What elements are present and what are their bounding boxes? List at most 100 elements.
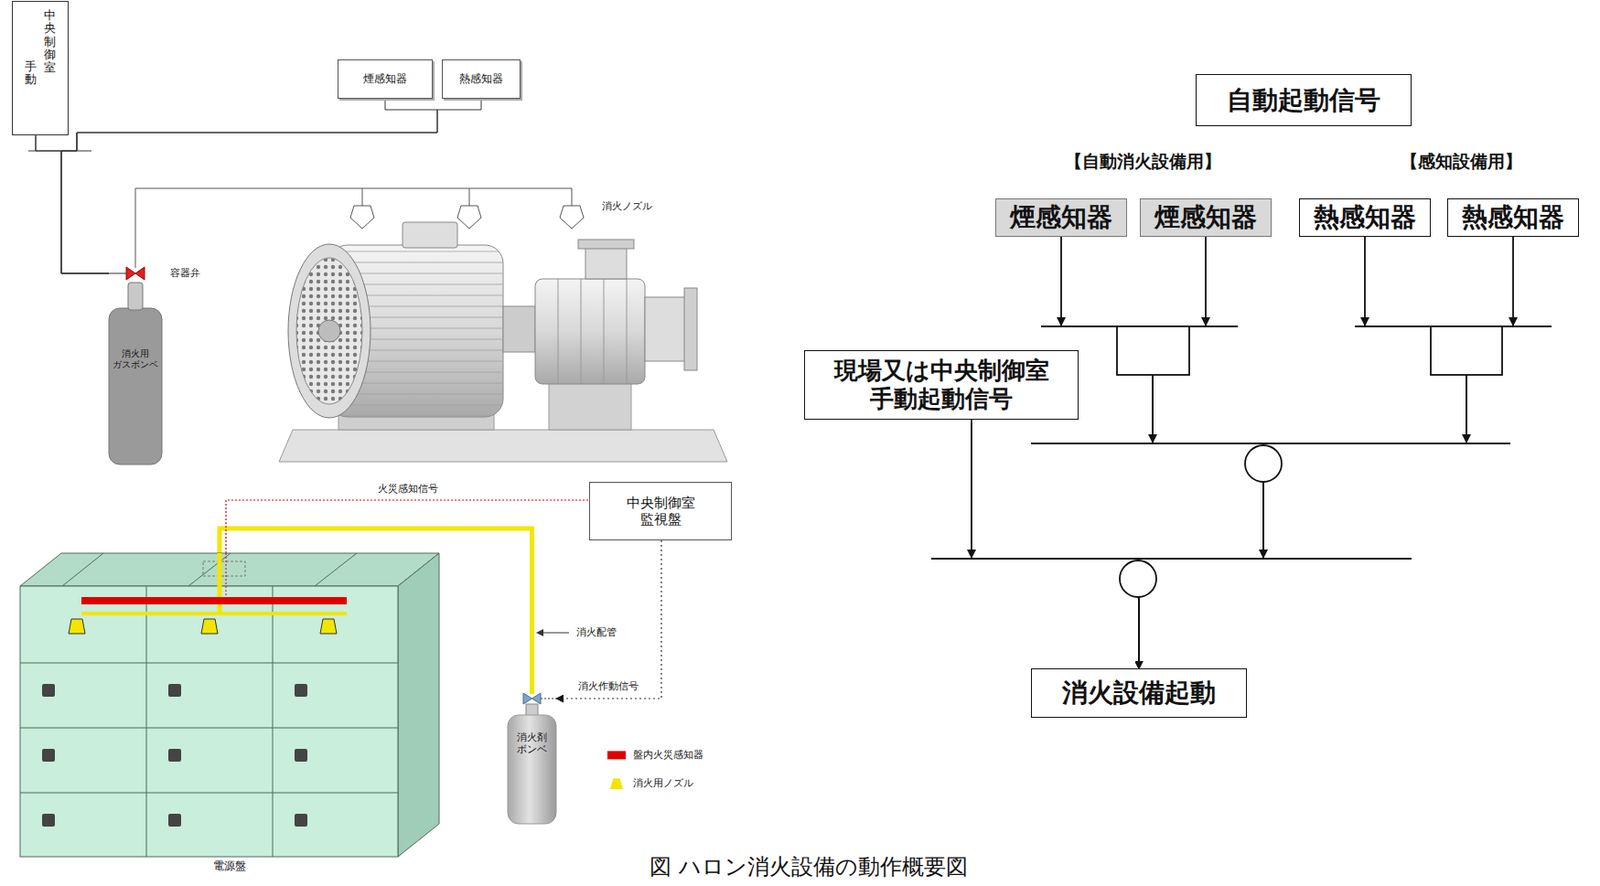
node-text: 煙感知器 [1009, 202, 1113, 234]
drawing-part [42, 814, 55, 827]
drawing-part [128, 282, 143, 311]
drawing-part [68, 619, 337, 634]
manual-signal-box: 現場又は中央制御室 手動起動信号 [804, 350, 1079, 420]
drawing-part [272, 586, 274, 858]
heat-detector-box: 熱感知器 [1299, 198, 1431, 237]
drawing-part [536, 629, 544, 637]
pipe-label: 消火配管 [574, 626, 619, 639]
drawing-part [644, 297, 687, 362]
node-text: 消火剤 ボンベ [511, 731, 553, 756]
drawing-part [217, 553, 223, 614]
connector [556, 540, 662, 699]
drawing-part [571, 188, 573, 206]
group-label: 【感知設備用】 [1398, 150, 1525, 172]
nozzle-label: 消火ノズル [600, 200, 655, 213]
drawing-part [168, 814, 182, 827]
drawing-part [168, 749, 182, 763]
node-text: 煙感知器 [363, 72, 408, 86]
power-panel: 電源盤 [20, 553, 440, 858]
drawing-part [469, 188, 471, 206]
gate-symbols [1116, 326, 1503, 598]
drawing-part [42, 684, 55, 698]
drawing-part [296, 257, 363, 405]
connector [35, 135, 109, 274]
drawing-part [20, 728, 398, 730]
drawing-part [535, 279, 645, 385]
drawing-part [559, 205, 584, 229]
node-text: 煙感知器 [1154, 202, 1257, 234]
drawing-part [626, 279, 628, 385]
connector [971, 419, 1139, 669]
legend-swatch [610, 778, 623, 790]
drawing-part [541, 633, 570, 634]
drawing-part [42, 684, 308, 827]
legend-text: 盤内火災感知器 [633, 749, 704, 762]
drawing-part [350, 205, 375, 229]
drawing-part [523, 693, 541, 705]
drawing-part [20, 586, 398, 858]
drawing-part [1262, 482, 1265, 558]
smoke-detector-box: 煙感知器 [337, 59, 433, 99]
monitor-panel-box: 中央制御室 監視盤 [589, 482, 732, 541]
agent-cylinder-shape [507, 687, 557, 825]
drawing-part [966, 549, 977, 559]
drawing-part [279, 429, 728, 462]
drawing-part [20, 553, 398, 858]
legend-row: 消火用ノズル [607, 777, 694, 790]
drawing-part [20, 663, 398, 665]
node-text: 消火用 ガスボンベ [112, 348, 159, 371]
signal-label: 消火作動信号 [576, 680, 641, 693]
gas-cylinder-shape [108, 264, 162, 465]
drawing-part [203, 561, 246, 577]
drawing-part [548, 382, 632, 430]
drawing-part [1245, 445, 1282, 483]
drawing-part [362, 188, 364, 206]
node-text: 熱感知器 [459, 72, 504, 86]
drawing-part [931, 558, 1412, 560]
connector [1061, 236, 1264, 669]
pipe-leader [536, 629, 570, 637]
drawing-part [20, 553, 440, 587]
drawing-part [135, 264, 137, 269]
drawing-part [108, 308, 162, 465]
drawing-part [294, 684, 308, 698]
drawing-part [314, 553, 357, 587]
connector [1138, 236, 1467, 669]
legend-row: 盤内火災感知器 [607, 749, 704, 762]
drawing-part [108, 273, 127, 275]
drawing-part [294, 814, 308, 827]
drawing-part [168, 684, 182, 698]
drawing-part [81, 597, 347, 605]
bus-lines [931, 326, 1552, 559]
node-text: 熱感知器 [1461, 202, 1565, 234]
drawing-part [225, 553, 227, 600]
drawing-part [1056, 317, 1066, 327]
connector [1138, 236, 1264, 669]
node-text: 中央制御室 [43, 9, 56, 75]
drawing-part [20, 793, 398, 795]
connector [61, 98, 438, 274]
drawing-part [457, 205, 482, 229]
drawing-part [81, 612, 347, 616]
drawing-part [42, 749, 55, 763]
nozzle-piping [135, 188, 584, 265]
drawing-part [684, 288, 698, 371]
drawing-part [580, 279, 582, 385]
node-text: 熱感知器 [1313, 202, 1417, 234]
connector [1138, 236, 1514, 669]
bus-arrowheads [966, 317, 1518, 559]
group-label: 【自動消火設備用】 [1063, 150, 1224, 172]
node-text: 消火設備起動 [1062, 677, 1216, 709]
connector [219, 528, 533, 688]
legend-swatch [607, 751, 626, 761]
drawing-part [1116, 326, 1190, 376]
heat-detector-box: 熱感知器 [441, 59, 521, 99]
drawing-part [1508, 317, 1518, 327]
control-room-box: 中央制御室手動 [11, 0, 69, 136]
drawing-part [578, 239, 634, 249]
signal-title-box: 自動起動信号 [1195, 74, 1412, 127]
drawing-part [558, 279, 627, 385]
drawing-part [135, 188, 572, 265]
